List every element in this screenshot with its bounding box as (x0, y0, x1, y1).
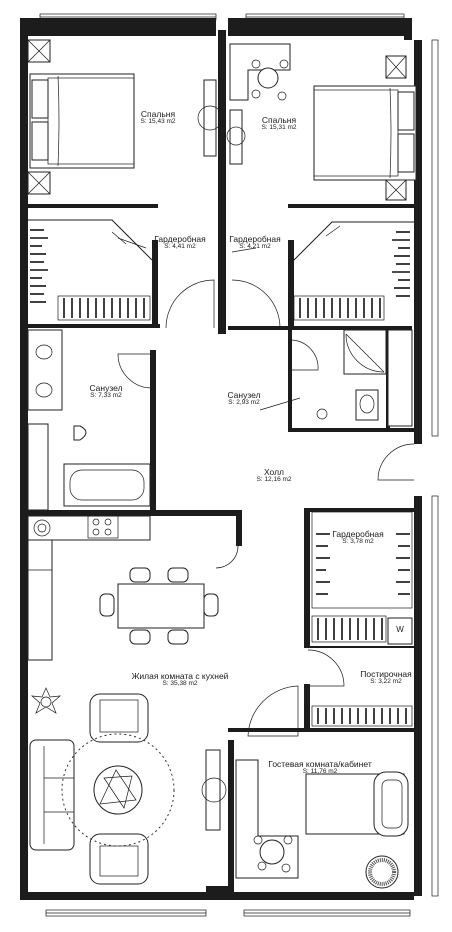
room-area: S: 4,41 m2 (164, 242, 196, 250)
room-area: S: 11,76 m2 (302, 767, 338, 775)
room-area: S: 35,38 m2 (162, 679, 198, 687)
room-name: Постирочная (360, 669, 412, 679)
room-label-bathroom-small: Санузел S: 2,93 m2 (227, 391, 260, 407)
room-name: Гардеробная (332, 529, 384, 539)
dining-table (99, 567, 219, 645)
bedroom-left-corners (27, 39, 51, 195)
room-name: Гардеробная (154, 234, 206, 244)
room-name: Спальня (140, 109, 176, 119)
laundry-shelf (311, 705, 413, 727)
wardrobe-left-hatch (28, 219, 153, 321)
room-area: S: 12,16 m2 (256, 475, 292, 483)
guest-furniture (201, 749, 409, 889)
doors (117, 279, 415, 737)
bathroom-small-fixtures (259, 329, 413, 427)
room-label-wardrobe-left: Гардеробная S: 4,41 m2 (154, 235, 205, 251)
washer-label: W (396, 625, 404, 634)
room-name: Санузел (227, 390, 261, 400)
room-name: Санузел (89, 383, 123, 393)
room-name: Спальня (261, 115, 297, 125)
window-bottom-left (45, 909, 207, 917)
tv-wall-bedrooms (197, 79, 246, 165)
bedroom-right-corners (385, 55, 407, 201)
room-label-bedroom-right: Спальня S: 15,31 m2 (261, 116, 296, 132)
desk-top-right (229, 43, 291, 101)
bed-right (313, 85, 417, 181)
room-area: S: 3,78 m2 (342, 537, 374, 545)
room-label-living-kitchen: Жилая комната с кухней S: 35,38 m2 (132, 672, 229, 688)
kitchen-counter (27, 515, 151, 661)
living-furniture (29, 687, 175, 885)
room-label-wardrobe-hall: Гардеробная S: 3,78 m2 (330, 529, 386, 546)
room-name: Гардеробная (229, 234, 281, 244)
room-area: S: 15,31 m2 (261, 123, 297, 131)
room-label-laundry: Постирочная S: 3,22 m2 (360, 670, 411, 686)
room-label-guest-office: Гостевая комната/кабинет S: 11,76 m2 (268, 760, 371, 776)
room-name: Холл (263, 467, 285, 477)
room-label-bedroom-left: Спальня S: 15,43 m2 (140, 110, 175, 126)
hall-wardrobe-hatch (311, 511, 413, 645)
room-area: S: 15,43 m2 (140, 117, 176, 125)
room-area: S: 3,22 m2 (370, 677, 402, 685)
exterior-walls (20, 18, 422, 900)
room-label-bathroom-large: Санузел S: 7,33 m2 (89, 384, 122, 400)
room-name: Гостевая комната/кабинет (268, 759, 372, 769)
room-label-wardrobe-right: Гардеробная S: 4,21 m2 (229, 235, 280, 251)
room-name: Жилая комната с кухней (131, 671, 229, 681)
label-leaders (117, 237, 257, 253)
room-area: S: 4,21 m2 (239, 242, 271, 250)
bathroom-large-fixtures (27, 329, 151, 511)
window-bottom-right (243, 909, 411, 917)
room-label-hall: Холл S: 12,16 m2 (256, 468, 291, 484)
room-area: S: 7,33 m2 (90, 391, 122, 399)
window-right-side (431, 39, 439, 897)
room-area: S: 2,93 m2 (228, 398, 260, 406)
wardrobe-right-hatch (291, 221, 414, 321)
bed-left (29, 73, 135, 169)
